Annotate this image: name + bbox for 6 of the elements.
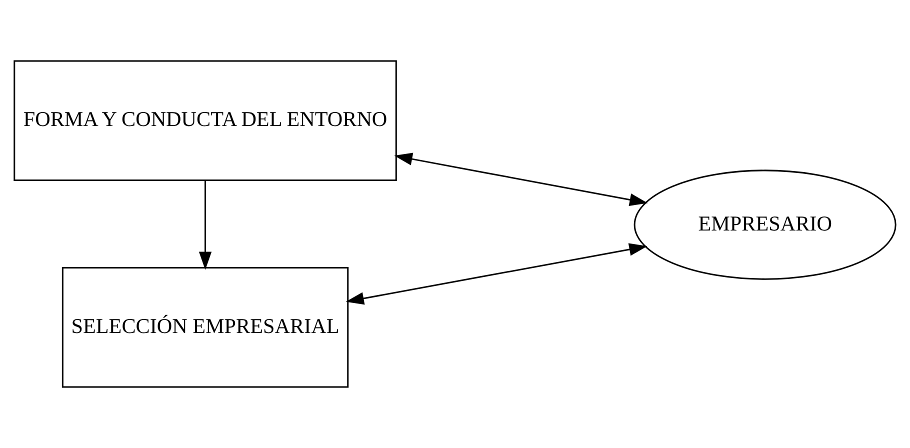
node-ellipse: EMPRESARIO (634, 170, 896, 280)
arrow (346, 243, 648, 305)
arrow (394, 152, 648, 206)
node-box: SELECCIÓN EMPRESARIAL (62, 267, 349, 388)
arrow (198, 180, 212, 270)
node-box: FORMA Y CONDUCTA DEL ENTORNO (14, 60, 397, 181)
